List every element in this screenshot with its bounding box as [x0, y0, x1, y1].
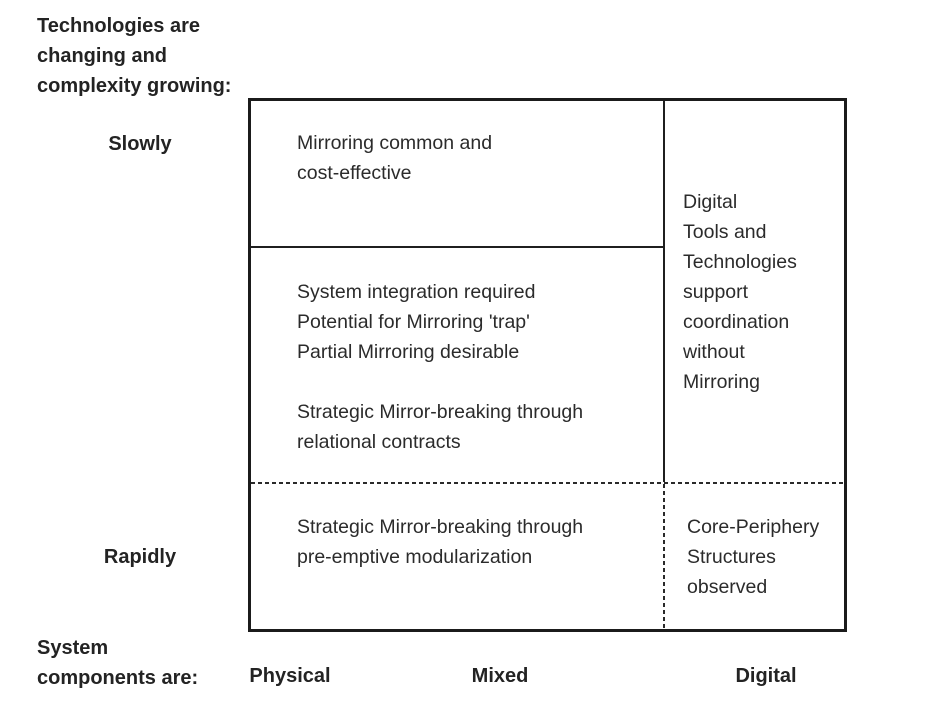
y-axis-label-slowly: Slowly — [108, 133, 172, 155]
y-axis-title: Technologies are changing and complexity… — [37, 15, 232, 97]
y-axis-label-rapidly: Rapidly — [103, 546, 177, 568]
cell-rapidly-physical-mixed: Strategic Mirror-breaking through pre-em… — [297, 516, 584, 568]
cell-slowly-physical: Mirroring common and cost-effective — [297, 132, 493, 184]
divider-horizontal-solid — [251, 246, 665, 248]
cell-slowly-mixed: System integration required Potential fo… — [297, 281, 584, 453]
matrix-box: Mirroring common and cost-effective Syst… — [248, 98, 847, 632]
divider-horizontal-dashed — [251, 482, 844, 484]
x-axis-label-mixed: Mixed — [471, 665, 529, 687]
cell-rapidly-digital: Core-Periphery Structures observed — [687, 516, 820, 598]
x-axis-label-digital: Digital — [735, 665, 797, 687]
x-axis-title: System components are: — [37, 637, 199, 689]
divider-vertical-solid — [663, 101, 665, 482]
cell-slowly-digital: Digital Tools and Technologies support c… — [683, 191, 797, 393]
x-axis-label-physical: Physical — [249, 665, 331, 687]
divider-vertical-dashed — [663, 484, 665, 629]
